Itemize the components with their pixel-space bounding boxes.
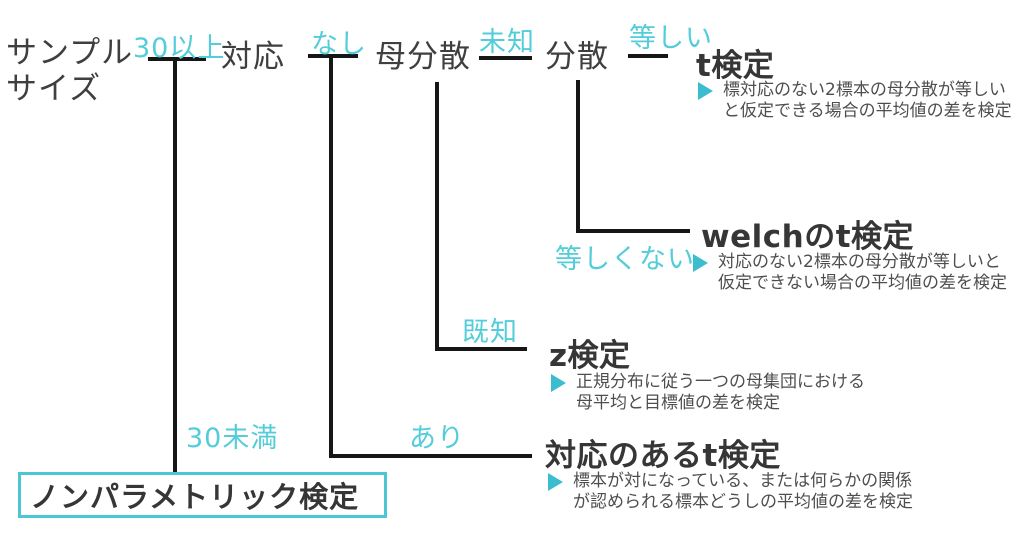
result-desc-welch-line1: 対応のない2標本の母分散が等しいと <box>718 252 1001 272</box>
result-title-paired-t-test: 対応のあるt検定 <box>545 438 781 474</box>
result-desc-t-test: 標対応のない2標本の母分散が等しい と仮定できる場合の平均値の差を検定 <box>698 80 1012 122</box>
result-desc-z-test-line1: 正規分布に従う一つの母集団における <box>576 372 865 392</box>
node-population-variance: 母分散 <box>375 39 471 75</box>
result-title-welch-t-test: welchのt検定 <box>701 219 915 255</box>
result-desc-z-test: 正規分布に従う一つの母集団における 母平均と目標値の差を検定 <box>551 372 865 414</box>
result-desc-paired-t-test: 標本が対になっている、または何らかの関係 が認められる標本どうしの平均値の差を検… <box>548 471 913 513</box>
root-label-line2: サイズ <box>6 70 102 107</box>
result-title-nonparametric-test: ノンパラメトリック検定 <box>30 480 360 514</box>
branch-label-has-pairing: あり <box>409 423 465 454</box>
edge-not-equal-horizontal <box>576 229 690 233</box>
result-desc-z-test-lines: 正規分布に従う一つの母集団における 母平均と目標値の差を検定 <box>576 372 865 414</box>
branch-label-under-30: 30未満 <box>186 423 279 454</box>
branch-label-30-or-more: 30以上 <box>133 33 226 64</box>
branch-label-equal: 等しい <box>629 23 713 54</box>
root-label-line1: サンプル <box>6 35 134 71</box>
root-node-sample-size: サンプル サイズ <box>6 35 134 107</box>
edge-pairing-tbar <box>308 54 358 58</box>
result-desc-welch-t-test: 対応のない2標本の母分散が等しいと 仮定できない場合の平均値の差を検定 <box>693 252 1007 294</box>
edge-sample-size-tbar <box>148 57 206 61</box>
edge-variance-down <box>576 80 580 233</box>
edge-pairing-yes-horizontal <box>329 454 532 458</box>
node-variance: 分散 <box>545 39 609 75</box>
triangle-bullet-icon <box>551 374 566 392</box>
result-desc-t-test-line1: 標対応のない2標本の母分散が等しい <box>723 80 1006 100</box>
result-title-z-test: z検定 <box>549 338 631 374</box>
branch-label-no-pairing: なし <box>311 29 367 60</box>
result-title-t-test: t検定 <box>696 48 775 84</box>
result-box-nonparametric-test: ノンパラメトリック検定 <box>18 472 387 518</box>
result-desc-welch-line2: 仮定できない場合の平均値の差を検定 <box>718 273 1007 293</box>
branch-label-unknown: 未知 <box>479 27 535 58</box>
result-desc-paired-line1: 標本が対になっている、または何らかの関係 <box>573 471 913 491</box>
edge-pairing-down <box>329 54 333 458</box>
triangle-bullet-icon <box>548 473 563 491</box>
result-desc-t-test-line2: と仮定できる場合の平均値の差を検定 <box>723 101 1012 121</box>
triangle-bullet-icon <box>698 82 713 100</box>
branch-label-not-equal: 等しくない <box>555 244 695 275</box>
branch-label-known: 既知 <box>462 317 518 348</box>
edge-population-variance-down <box>435 82 439 351</box>
node-pairing: 対応 <box>221 39 285 75</box>
edge-population-variance-tbar <box>479 56 532 60</box>
result-desc-t-test-lines: 標対応のない2標本の母分散が等しい と仮定できる場合の平均値の差を検定 <box>723 80 1012 122</box>
triangle-bullet-icon <box>693 254 708 272</box>
result-desc-paired-line2: が認められる標本どうしの平均値の差を検定 <box>573 492 913 512</box>
edge-sample-size-down <box>173 57 177 472</box>
result-desc-paired-lines: 標本が対になっている、または何らかの関係 が認められる標本どうしの平均値の差を検… <box>573 471 913 513</box>
result-desc-welch-lines: 対応のない2標本の母分散が等しいと 仮定できない場合の平均値の差を検定 <box>718 252 1007 294</box>
edge-variance-tbar <box>628 54 668 58</box>
result-desc-z-test-line2: 母平均と目標値の差を検定 <box>576 393 780 413</box>
edge-known-horizontal <box>435 347 527 351</box>
